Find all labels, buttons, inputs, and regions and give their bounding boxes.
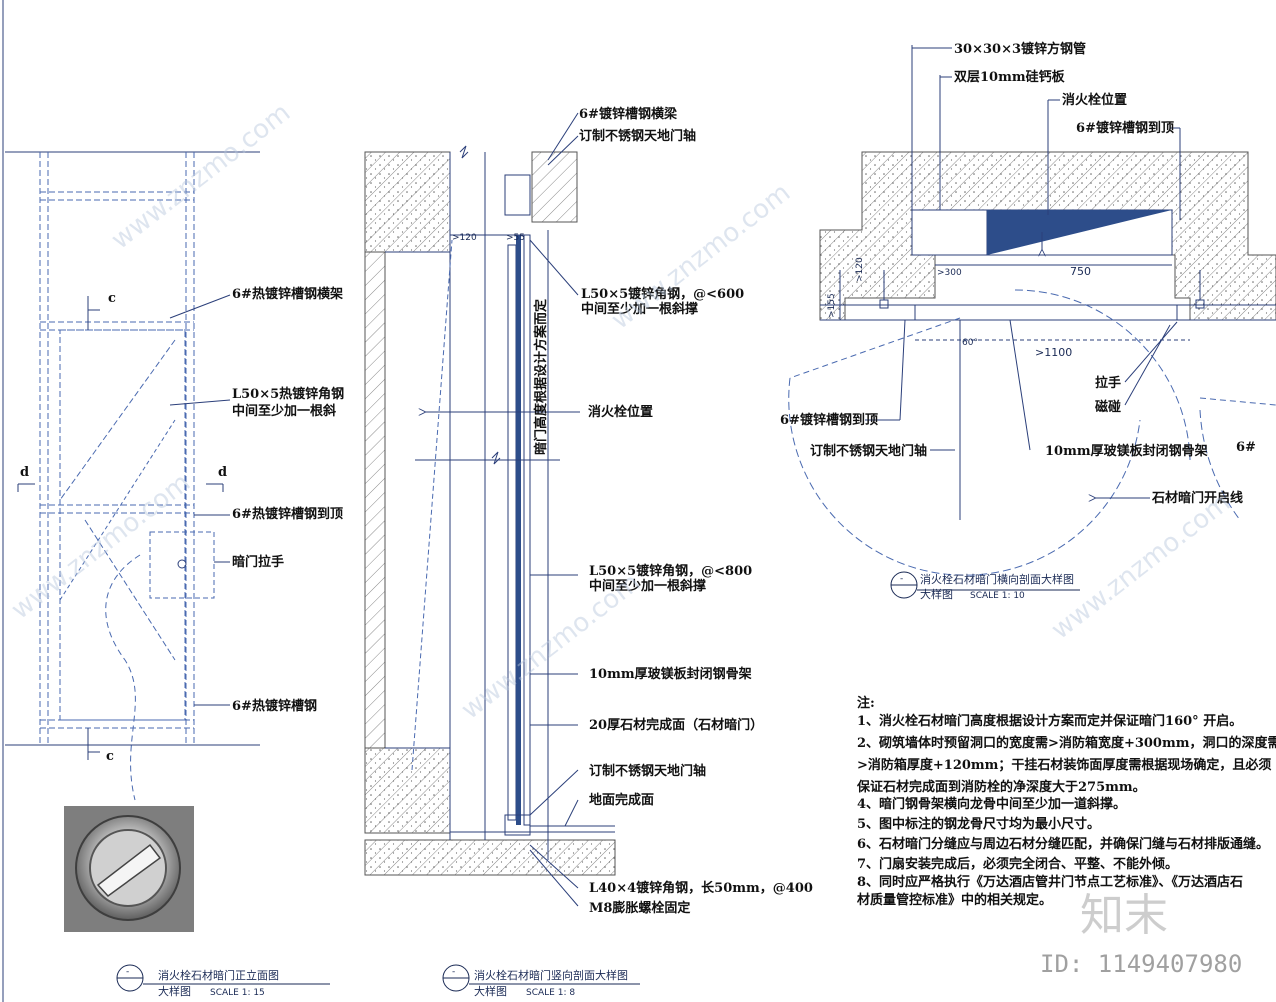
elevation-label-6: 6#热镀锌槽钢 bbox=[232, 698, 317, 714]
horizontal-dim-angle: 60° bbox=[962, 338, 978, 348]
horizontal-label-9: 10mm厚玻镁板封闭钢骨架 bbox=[1045, 443, 1208, 459]
horizontal-label-5: 拉手 bbox=[1095, 375, 1121, 391]
vertical-title: 消火栓石材暗门竖向剖面大样图 bbox=[474, 968, 628, 982]
elevation-subtitle: 大样图 bbox=[158, 984, 191, 998]
vertical-label-12: L40×4镀锌角钢，长50mm，@400 bbox=[589, 880, 813, 896]
elevation-label-4: 6#热镀锌槽钢到顶 bbox=[232, 506, 343, 522]
notes-line-3: >消防箱厚度+120mm；干挂石材装饰面厚度需根据现场确定，且必须 bbox=[857, 757, 1271, 773]
watermark-text-2: www.znzmo.com bbox=[6, 468, 196, 626]
watermark-text-3: www.znzmo.com bbox=[456, 568, 646, 726]
horizontal-title: 消火栓石材暗门横向剖面大样图 bbox=[920, 572, 1074, 586]
horizontal-subtitle: 大样图 bbox=[920, 587, 953, 601]
vertical-subtitle: 大样图 bbox=[474, 984, 507, 998]
vertical-label-6: L50×5镀锌角钢，@<800 bbox=[589, 563, 752, 579]
image-id: ID: 1149407980 bbox=[1040, 950, 1242, 978]
horizontal-dim-750: 750 bbox=[1070, 265, 1091, 278]
vertical-dim-120: >120 bbox=[452, 233, 477, 243]
elevation-title-symbol: - bbox=[126, 967, 129, 977]
horizontal-label-11: 6# bbox=[1236, 440, 1256, 455]
horizontal-label-7: 6#镀锌槽钢到顶 bbox=[780, 412, 878, 428]
horizontal-title-symbol: - bbox=[900, 574, 903, 584]
horizontal-label-3: 消火栓位置 bbox=[1062, 92, 1127, 108]
horizontal-label-8: 订制不锈钢天地门轴 bbox=[810, 443, 927, 459]
horizontal-label-4: 6#镀锌槽钢到顶 bbox=[1076, 120, 1174, 136]
section-mark-c-top: c bbox=[108, 291, 116, 306]
horizontal-label-6: 磁碰 bbox=[1095, 399, 1121, 415]
brand-watermark: 知末 bbox=[1080, 890, 1168, 941]
vertical-label-5: 消火栓位置 bbox=[588, 404, 653, 420]
elevation-label-3: 中间至少加一根斜 bbox=[232, 403, 336, 419]
section-mark-c-bottom: c bbox=[106, 749, 114, 764]
watermark-text-1: www.znzmo.com bbox=[106, 98, 296, 256]
notes-line-10: 材质量管控标准》中的相关规定。 bbox=[857, 892, 1052, 908]
watermark-text-4: www.znzmo.com bbox=[606, 178, 796, 336]
notes-block: 注: 1、消火栓石材暗门高度根据设计方案而定并保证暗门160° 开启。 2、砌筑… bbox=[856, 695, 1276, 908]
notes-line-2: 2、砌筑墙体时预留洞口的宽度需>消防箱宽度+300mm，洞口的深度需 bbox=[857, 735, 1276, 751]
horizontal-title-block: - 消火栓石材暗门横向剖面大样图 大样图 SCALE 1: 10 bbox=[890, 571, 1080, 601]
horizontal-section-drawing bbox=[788, 45, 1276, 576]
horizontal-dim-1100: >1100 bbox=[1035, 346, 1072, 359]
notes-line-8: 7、门扇安装完成后，必须完全闭合、平整、不能外倾。 bbox=[857, 856, 1178, 872]
elevation-title-block: - 消火栓石材暗门正立面图 大样图 SCALE 1: 15 bbox=[116, 964, 330, 998]
vertical-dim-55: >55 bbox=[506, 233, 525, 243]
elevation-scale: SCALE 1: 15 bbox=[210, 988, 265, 998]
vertical-label-7: 中间至少加一根斜撑 bbox=[589, 578, 706, 594]
watermark-text-5: www.znzmo.com bbox=[1046, 488, 1236, 646]
vertical-title-block: - 消火栓石材暗门竖向剖面大样图 大样图 SCALE 1: 8 bbox=[442, 964, 640, 998]
section-mark-d-left: d bbox=[20, 465, 29, 480]
elevation-label-1: 6#热镀锌槽钢横架 bbox=[232, 286, 343, 302]
horizontal-label-1: 30×30×3镀锌方钢管 bbox=[954, 41, 1086, 57]
horizontal-scale: SCALE 1: 10 bbox=[970, 591, 1025, 601]
vertical-title-symbol: - bbox=[452, 967, 455, 977]
notes-line-6: 5、图中标注的钢龙骨尺寸均为最小尺寸。 bbox=[857, 816, 1100, 832]
vertical-label-4: 中间至少加一根斜撑 bbox=[581, 301, 698, 317]
notes-line-7: 6、石材暗门分缝应与周边石材分缝匹配，并确保门缝与石材排版通缝。 bbox=[857, 836, 1269, 852]
notes-line-1: 1、消火栓石材暗门高度根据设计方案而定并保证暗门160° 开启。 bbox=[857, 713, 1242, 729]
vertical-door-height-note: 暗门高度根据设计方案而定 bbox=[533, 299, 549, 455]
vertical-label-2: 订制不锈钢天地门轴 bbox=[579, 128, 696, 144]
vertical-label-8: 10mm厚玻镁板封闭钢骨架 bbox=[589, 666, 752, 682]
horizontal-dim-120: >120 bbox=[855, 257, 865, 282]
horizontal-dim-300: >300 bbox=[937, 268, 962, 278]
notes-heading: 注: bbox=[857, 695, 875, 711]
vertical-label-10: 订制不锈钢天地门轴 bbox=[589, 763, 706, 779]
section-mark-d-right: d bbox=[218, 465, 227, 480]
vertical-label-9: 20厚石材完成面（石材暗门） bbox=[589, 717, 763, 733]
vertical-label-11: 地面完成面 bbox=[589, 792, 654, 808]
vertical-scale: SCALE 1: 8 bbox=[526, 988, 575, 998]
horizontal-label-10: 石材暗门开启线 bbox=[1151, 490, 1243, 506]
notes-line-4: 保证石材完成面到消防栓的净深度大于275mm。 bbox=[856, 779, 1146, 795]
vertical-section-drawing bbox=[364, 112, 616, 907]
horizontal-dim-155: >155 bbox=[827, 293, 837, 318]
elevation-label-5: 暗门拉手 bbox=[232, 554, 284, 570]
vertical-label-1: 6#镀锌槽钢横梁 bbox=[579, 106, 678, 122]
elevation-drawing bbox=[5, 151, 260, 801]
vertical-label-13: M8膨胀螺栓固定 bbox=[589, 900, 690, 916]
notes-line-5: 4、暗门钢骨架横向龙骨中间至少加一道斜撑。 bbox=[857, 796, 1126, 812]
handle-photo bbox=[64, 806, 194, 932]
elevation-label-2: L50×5热镀锌角钢 bbox=[232, 386, 344, 402]
notes-line-9: 8、同时应严格执行《万达酒店管井门节点工艺标准》、《万达酒店石 bbox=[857, 874, 1243, 890]
elevation-title: 消火栓石材暗门正立面图 bbox=[158, 968, 279, 982]
vertical-label-3: L50×5镀锌角钢，@<600 bbox=[581, 286, 744, 302]
horizontal-label-2: 双层10mm硅钙板 bbox=[954, 69, 1066, 85]
